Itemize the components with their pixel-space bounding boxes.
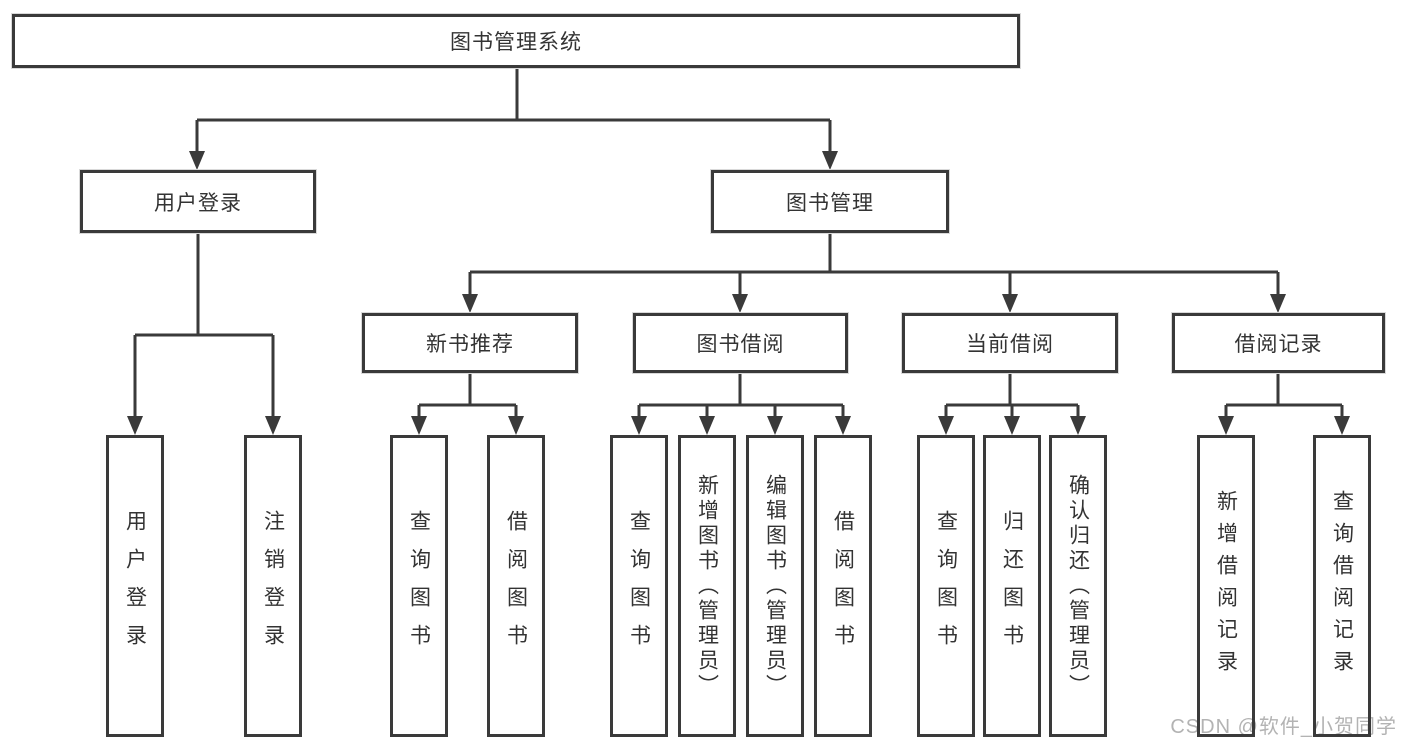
leaf-user-login: 用户登录 (106, 435, 164, 737)
leaf-confirm-return-admin: 确认归还（管理员） (1049, 435, 1107, 737)
leaf-return-books: 归还图书 (983, 435, 1041, 737)
leaf-borrow-books-recommend: 借阅图书 (487, 435, 545, 737)
node-book-borrowing: 图书借阅 (633, 313, 848, 373)
leaf-borrow-books: 借阅图书 (814, 435, 872, 737)
node-root: 图书管理系统 (12, 14, 1020, 68)
leaf-add-book-admin: 新增图书（管理员） (678, 435, 736, 737)
leaf-query-borrow-record: 查询借阅记录 (1313, 435, 1371, 737)
leaf-query-books-recommend: 查询图书 (390, 435, 448, 737)
arrowheads (127, 151, 1350, 435)
leaf-edit-book-admin: 编辑图书（管理员） (746, 435, 804, 737)
node-user-login: 用户登录 (80, 170, 316, 233)
leaf-query-books-borrowing: 查询图书 (610, 435, 668, 737)
watermark: CSDN @软件_小贺同学 (1170, 716, 1397, 738)
leaf-add-borrow-record: 新增借阅记录 (1197, 435, 1255, 737)
leaf-logout: 注销登录 (244, 435, 302, 737)
node-book-management: 图书管理 (711, 170, 949, 233)
node-new-book-recommendation: 新书推荐 (362, 313, 578, 373)
leaf-query-books-current: 查询图书 (917, 435, 975, 737)
node-current-borrowing: 当前借阅 (902, 313, 1118, 373)
node-borrowing-records: 借阅记录 (1172, 313, 1385, 373)
